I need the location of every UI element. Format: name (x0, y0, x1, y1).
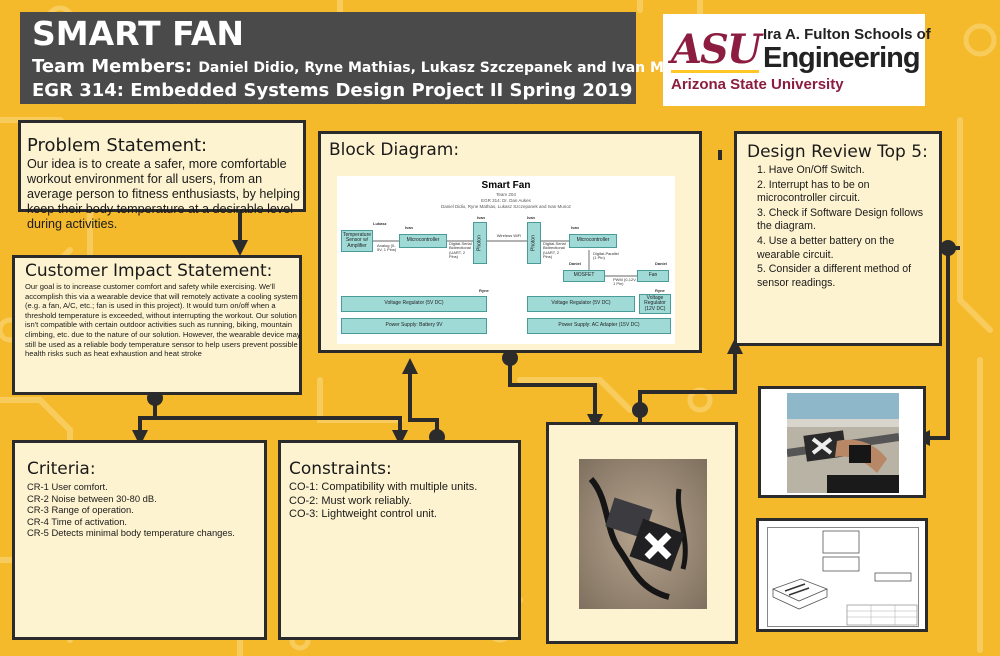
constraints-item: CO-2: Must work reliably. (289, 494, 412, 507)
cad-drawing (767, 527, 919, 627)
block-diagram-panel: Block Diagram: Smart Fan Team 204 EGR 31… (318, 131, 702, 353)
label-serial-left: Digital-Serial Bidirectional (UART, 2 Pi… (449, 241, 472, 260)
wearable-photo (787, 393, 899, 493)
node-temperature-sensor: Temperature Sensor w/ Amplifier (341, 230, 373, 252)
criteria-item: CR-1 User comfort. (27, 481, 108, 492)
problem-text: Our idea is to create a safer, more comf… (27, 157, 301, 231)
problem-statement-panel: Problem Statement: Our idea is to create… (18, 120, 306, 231)
label-serial-right: Digital-Serial Bidirectional (UART, 2 Pi… (543, 241, 566, 260)
logo-university: Arizona State University (671, 76, 844, 93)
node-voltage-regulator-right: Voltage Regulator (5V DC) (527, 296, 635, 312)
customer-text: Our goal is to increase customer comfort… (25, 282, 301, 359)
criteria-item: CR-4 Time of activation. (27, 515, 128, 527)
prototype-photo (579, 459, 707, 609)
diagram-team: Team 204 (496, 192, 516, 197)
owner-daniel-2: Daniel (655, 261, 668, 266)
diagram-wires (373, 240, 637, 277)
asu-logo: ASU Ira A. Fulton Schools of Engineering… (663, 14, 931, 106)
logo-school-line1: Ira A. Fulton Schools of (763, 26, 931, 43)
design-review-panel: Design Review Top 5: 1. Have On/Off Swit… (734, 131, 942, 346)
wearable-photo-panel (758, 386, 926, 498)
block-diagram-heading: Block Diagram: (329, 140, 460, 160)
label-wireless: Wireless WiFi (496, 233, 522, 238)
criteria-list: CR-1 User comfort. CR-2 Noise between 30… (27, 481, 262, 539)
design-review-heading: Design Review Top 5: (747, 142, 928, 162)
block-diagram-canvas: Smart Fan Team 204 EGR 314: Dr. Dan Auke… (337, 176, 675, 344)
asu-logo-mark: ASU (671, 26, 762, 73)
constraints-heading: Constraints: (289, 459, 392, 479)
constraints-item: CO-3: Lightweight control unit. (289, 508, 437, 521)
diagram-title: Smart Fan (481, 180, 531, 191)
node-power-supply-right: Power Supply: AC Adapter (15V DC) (527, 318, 671, 334)
owner-ryne-1: Ryne (479, 288, 489, 293)
design-review-item: 3. Check if Software Design follows the … (757, 206, 924, 233)
design-review-item: 4. Use a better battery on the wearable … (757, 234, 895, 261)
course-line: EGR 314: Embedded Systems Design Project… (32, 80, 633, 101)
label-analog: Analog (0-5V, 1 Pins) (377, 243, 397, 253)
node-voltage-regulator-left: Voltage Regulator (5V DC) (341, 296, 487, 312)
design-review-item: 2. Interrupt has to be on microcontrolle… (757, 178, 870, 205)
node-photon-left: Photon (473, 222, 487, 264)
design-review-item: 5. Consider a different method of sensor… (757, 263, 912, 289)
node-mosfet: MOSFET (563, 270, 605, 282)
node-fan: Fan (637, 270, 669, 282)
criteria-item: CR-5 Detects minimal body temperature ch… (27, 527, 235, 539)
constraints-item: CO-1: Compatibility with multiple units. (289, 481, 478, 493)
constraints-panel: Constraints: CO-1: Compatibility with mu… (278, 440, 521, 640)
owner-lukasz: Lukasz (373, 221, 387, 226)
owner-daniel-1: Daniel (569, 261, 582, 266)
customer-heading: Customer Impact Statement: (25, 261, 273, 281)
team-members-names: Daniel Didio, Ryne Mathias, Lukasz Szcze… (198, 60, 702, 76)
design-review-list: 1. Have On/Off Switch. 2. Interrupt has … (757, 164, 937, 291)
design-review-item: 1. Have On/Off Switch. (757, 164, 865, 176)
team-members-label: Team Members: (32, 56, 193, 77)
criteria-heading: Criteria: (27, 459, 96, 479)
node-voltage-regulator-12v: Voltage Regulator (12V DC) (639, 294, 671, 314)
diagram-course: EGR 314: Dr. Dan Aukes (481, 198, 531, 203)
owner-ryne-2: Ryne (655, 288, 665, 293)
problem-heading: Problem Statement: (27, 135, 208, 156)
node-microcontroller-right: Microcontroller (569, 234, 617, 248)
owner-ivan-2: Ivan (477, 215, 486, 220)
customer-impact-panel: Customer Impact Statement: Our goal is t… (12, 255, 302, 395)
prototype-photo-panel (546, 422, 738, 644)
label-parallel: Digital-Parallel (1 Pin) (593, 251, 619, 261)
node-photon-right: Photon (527, 222, 541, 264)
diagram-members: Daniel Didio, Ryne Mathias, Lukasz Szcze… (440, 204, 572, 209)
owner-ivan-4: Ivan (571, 225, 580, 230)
label-pwm: PWM (0-12V, 1 Pin) (613, 277, 637, 287)
criteria-item: CR-3 Range of operation. (27, 504, 134, 516)
node-microcontroller-left: Microcontroller (399, 234, 447, 248)
criteria-item: CR-2 Noise between 30-80 dB. (27, 492, 157, 504)
criteria-panel: Criteria: CR-1 User comfort. CR-2 Noise … (12, 440, 267, 640)
cad-drawing-panel (756, 518, 928, 632)
logo-school-line2: Engineering (763, 42, 921, 74)
poster-title: SMART FAN (32, 14, 244, 53)
owner-ivan-3: Ivan (527, 215, 536, 220)
node-power-supply-left: Power Supply: Battery 9V (341, 318, 487, 334)
owner-ivan-1: Ivan (405, 225, 414, 230)
constraints-list: CO-1: Compatibility with multiple units.… (289, 481, 517, 522)
title-banner: SMART FAN Team Members: Daniel Didio, Ry… (20, 12, 702, 104)
logo-divider (671, 70, 759, 73)
team-members-line: Team Members: Daniel Didio, Ryne Mathias… (32, 56, 702, 77)
